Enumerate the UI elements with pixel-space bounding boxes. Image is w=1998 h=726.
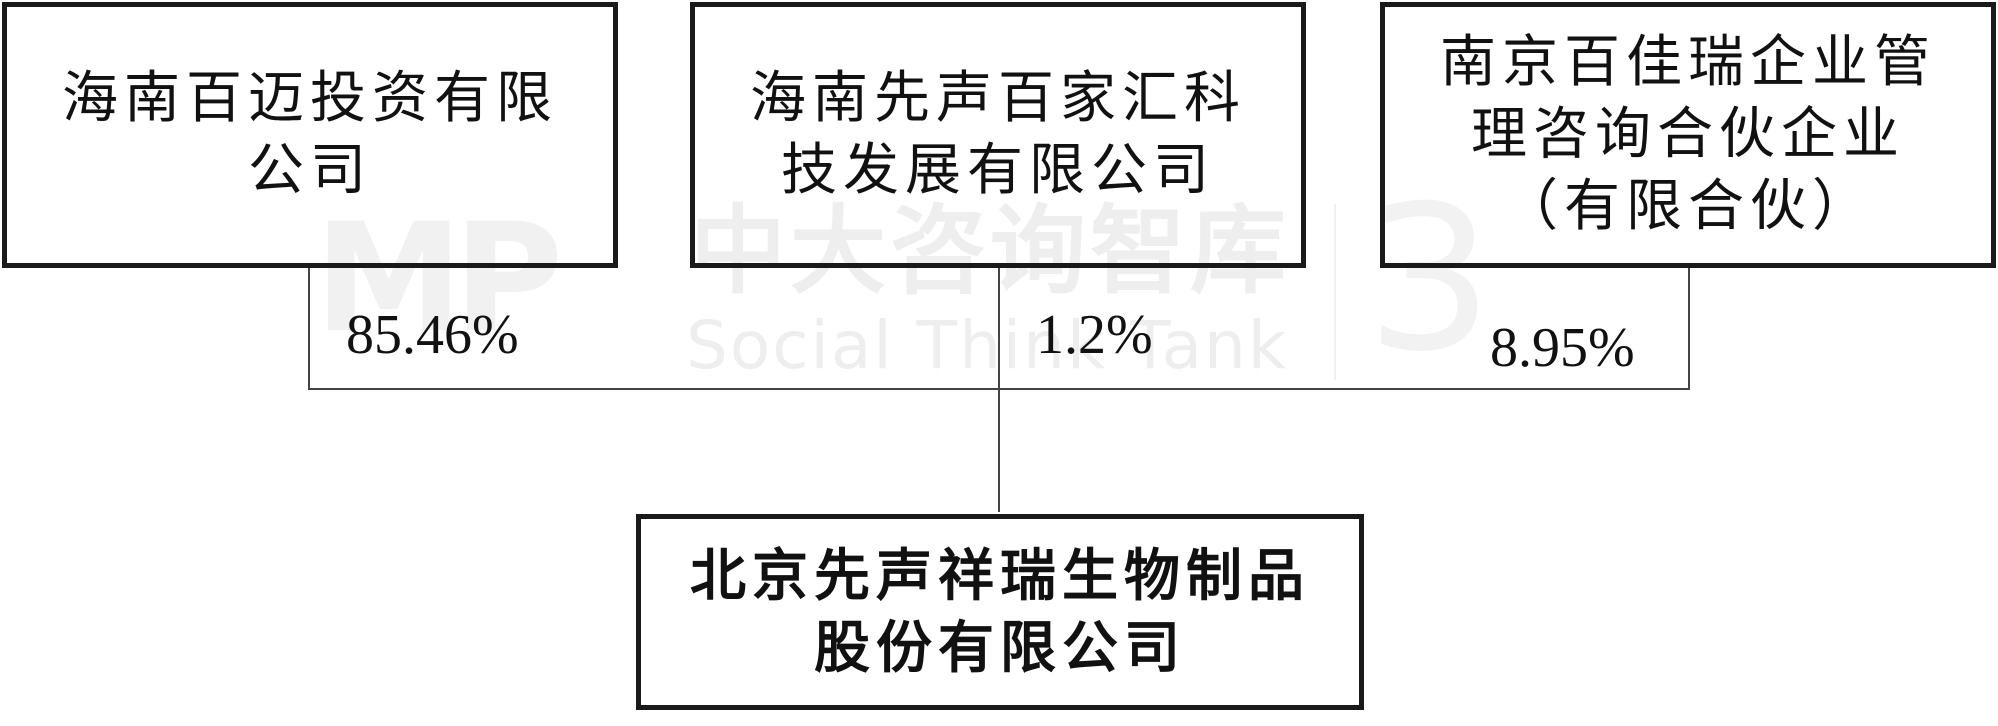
watermark-number: 3 — [1366, 163, 1494, 396]
connector-line-shareholder-1 — [308, 268, 310, 390]
subsidiary-box-beijing-xiansheng-xiangrui: 北京先声祥瑞生物制品 股份有限公司 — [636, 514, 1364, 710]
watermark-logo: MP — [314, 192, 563, 366]
watermark-divider — [1334, 204, 1336, 380]
shareholder-box-haina-baimai: 海南百迈投资有限 公司 — [2, 2, 618, 268]
watermark-english-text: Social Think Tank — [686, 307, 1289, 384]
share-percentage-label: 85.46% — [346, 304, 519, 366]
shareholder-name: 海南百迈投资有限 公司 — [62, 66, 558, 203]
connector-line-shareholder-3 — [1688, 268, 1690, 390]
watermark-chinese-text: 中大咨询智库 — [690, 195, 1290, 307]
connector-line-horizontal — [308, 388, 1690, 390]
shareholder-box-nanjing-baijiarui: 南京百佳瑞企业管 理咨询合伙企业 （有限合伙） — [1380, 2, 1996, 268]
share-percentage-label: 8.95% — [1490, 317, 1635, 379]
shareholder-name: 南京百佳瑞企业管 理咨询合伙企业 （有限合伙） — [1440, 30, 1936, 239]
connector-line-trunk — [998, 268, 1000, 512]
shareholder-box-haina-xiansheng: 海南先声百家汇科 技发展有限公司 — [690, 2, 1306, 268]
shareholder-name: 海南先声百家汇科 技发展有限公司 — [750, 66, 1246, 203]
subsidiary-name: 北京先声祥瑞生物制品 股份有限公司 — [690, 543, 1310, 681]
share-percentage-label: 1.2% — [1036, 304, 1153, 366]
